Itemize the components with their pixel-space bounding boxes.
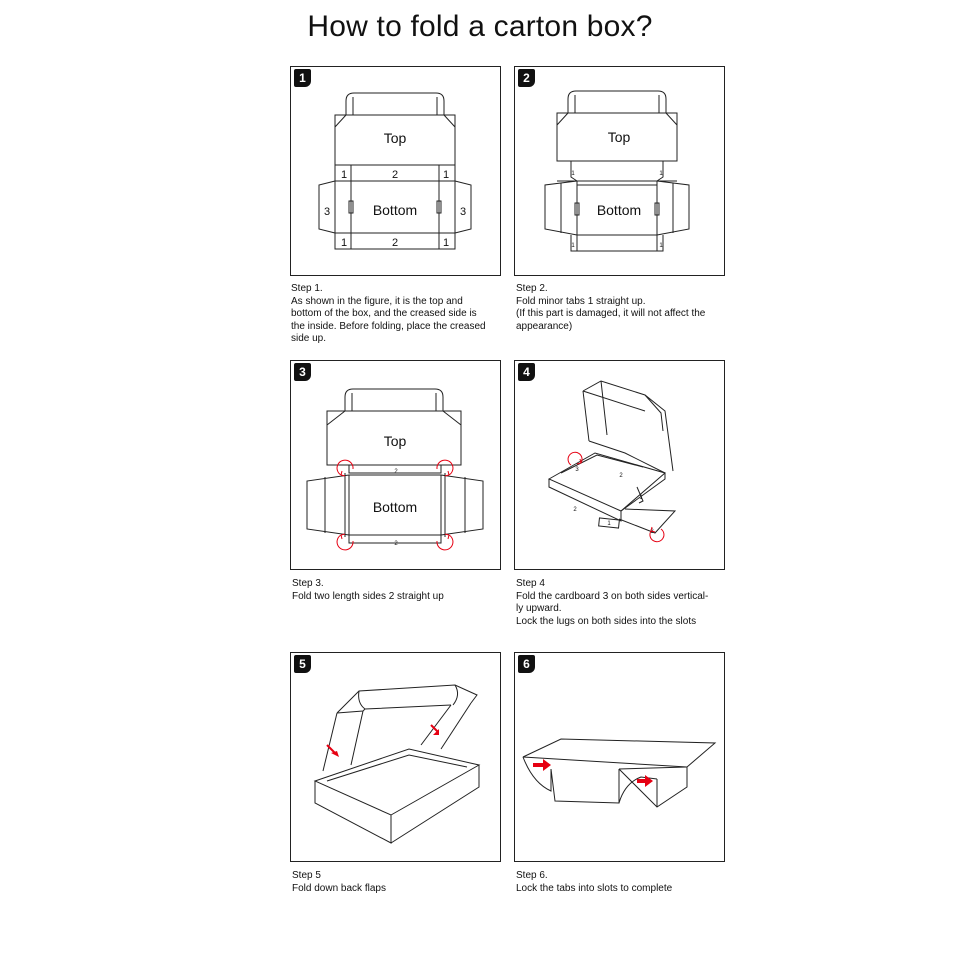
step-2-panel: 2 Top 1 1 Bottom 1 1	[514, 66, 725, 276]
step-2-line: Fold minor tabs 1 straight up.	[516, 295, 646, 307]
step-2-badge: 2	[518, 69, 535, 87]
step-4-line: ly upward.	[516, 603, 562, 614]
step-5-caption: Step 5 Fold down back flaps	[292, 870, 522, 895]
step-3-heading: Step 3.	[292, 578, 324, 589]
label-side2-b: 2	[573, 507, 577, 513]
step-1-badge: 1	[294, 69, 311, 87]
step-2-line: appearance)	[516, 320, 573, 332]
step-3-diagram: Top 2 Bottom 2	[306, 388, 484, 551]
step-6-heading: Step 6.	[516, 870, 548, 881]
label-tab1-a: 1	[341, 169, 347, 181]
page-title: How to fold a carton box?	[307, 10, 653, 43]
step-1-heading: Step 1.	[291, 283, 323, 294]
label-top: Top	[608, 129, 631, 145]
label-tab1-c: 1	[571, 243, 575, 249]
label-side3-a: 3	[324, 206, 330, 218]
step-3-line: Fold two length sides 2 straight up	[292, 590, 444, 602]
label-side3-b: 3	[650, 529, 654, 535]
step-6-line: Lock the tabs into slots to complete	[516, 882, 673, 894]
label-tab1-b: 1	[443, 169, 449, 181]
step-1-panel: 1 Top 1 2 1 Bottom 3 3 1 2 1	[290, 66, 501, 276]
step-4-heading: Step 4	[516, 578, 545, 589]
label-top: Top	[384, 130, 407, 146]
step-1-diagram: Top 1 2 1 Bottom 3 3 1 2 1	[318, 92, 472, 250]
step-6-panel: 6	[514, 652, 725, 862]
label-side2-b: 2	[394, 541, 398, 547]
step-2-diagram: Top 1 1 Bottom 1 1	[544, 90, 690, 252]
step-5-badge: 5	[294, 655, 311, 673]
label-side2-a: 2	[394, 469, 398, 475]
label-side3-b: 3	[460, 206, 466, 218]
step-2-caption: Step 2. Fold minor tabs 1 straight up. (…	[516, 283, 746, 333]
step-4-line: Fold the cardboard 3 on both sides verti…	[516, 590, 709, 602]
label-bottom: Bottom	[373, 202, 417, 218]
step-4-panel: 4 2 2 3 3 1 1	[514, 360, 725, 570]
label-tab1-c: 1	[341, 237, 347, 249]
step-3-caption: Step 3. Fold two length sides 2 straight…	[292, 578, 522, 603]
label-tab1-b: 1	[639, 495, 643, 501]
label-side3-a: 3	[575, 467, 579, 473]
label-tab1-a: 1	[571, 171, 575, 177]
step-1-line: bottom of the box, and the creased side …	[291, 308, 477, 319]
step-6-diagram	[522, 738, 717, 808]
label-side2-b: 2	[392, 237, 398, 249]
label-tab1-b: 1	[659, 171, 663, 177]
step-5-line: Fold down back flaps	[292, 882, 386, 894]
label-side2-a: 2	[619, 473, 623, 479]
step-6-badge: 6	[518, 655, 535, 673]
step-5-diagram	[313, 684, 481, 844]
step-4-caption: Step 4 Fold the cardboard 3 on both side…	[516, 578, 746, 628]
label-side2-a: 2	[392, 169, 398, 181]
step-5-panel: 5	[290, 652, 501, 862]
step-3-badge: 3	[294, 363, 311, 381]
step-1-line: the inside. Before folding, place the cr…	[291, 320, 486, 332]
step-4-badge: 4	[518, 363, 535, 381]
step-4-diagram: 2 2 3 3 1 1	[547, 380, 677, 543]
step-6-caption: Step 6. Lock the tabs into slots to comp…	[516, 870, 746, 895]
label-tab1-d: 1	[659, 243, 663, 249]
label-top: Top	[384, 433, 407, 449]
step-4-line: Lock the lugs on both sides into the slo…	[516, 615, 697, 627]
step-2-heading: Step 2.	[516, 283, 548, 294]
step-5-heading: Step 5	[292, 870, 321, 881]
label-tab1-a: 1	[607, 521, 611, 527]
step-1-line: side up.	[291, 333, 327, 344]
label-tab1-d: 1	[443, 237, 449, 249]
label-bottom: Bottom	[597, 202, 641, 218]
step-1-line: As shown in the figure, it is the top an…	[291, 295, 463, 307]
step-3-panel: 3 Top 2 Bottom 2	[290, 360, 501, 570]
step-2-line: (If this part is damaged, it will not af…	[516, 308, 706, 319]
step-1-caption: Step 1. As shown in the figure, it is th…	[291, 283, 521, 346]
label-bottom: Bottom	[373, 499, 417, 515]
